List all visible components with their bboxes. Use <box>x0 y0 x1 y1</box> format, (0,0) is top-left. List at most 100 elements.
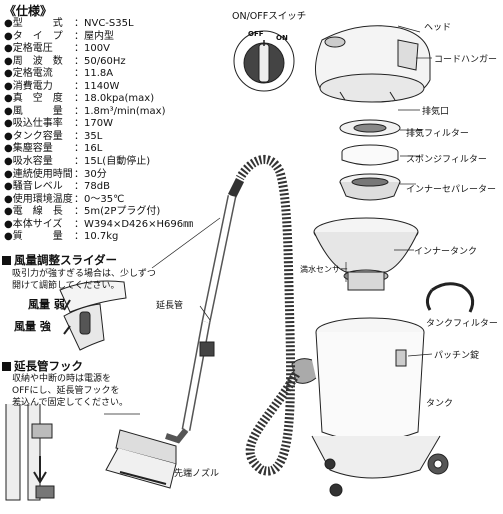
extension-pipe-drawing <box>181 177 245 431</box>
hook-section-title: 延長管フック <box>2 358 83 374</box>
spec-row: ●騒音レベル ：78dB <box>4 181 193 194</box>
spec-row: ●質 量 ：10.7kg <box>4 231 193 244</box>
exhaust-label: 排気口 <box>422 107 450 117</box>
slider-text-line1: 吸引力が強すぎる場合は、少しずつ <box>12 269 156 279</box>
switch-dial-drawing <box>233 30 295 92</box>
inner-separator-drawing <box>339 173 401 201</box>
spec-label: ●吸水容量 <box>4 156 53 168</box>
tank-filter-label: タンクフィルター <box>426 319 498 329</box>
hook-detail-drawing <box>5 404 55 501</box>
slider-detail-drawing <box>59 280 127 351</box>
water-sensor-label: 満水センサー <box>300 265 348 274</box>
cord-hanger-label: コードハンガー <box>434 55 498 65</box>
extension-pipe-label: 延長管 <box>156 301 184 311</box>
spec-label: ●型 式 <box>4 18 63 29</box>
spec-value: ：0～35℃ <box>74 193 125 205</box>
spec-value: ：35L <box>74 130 103 142</box>
spec-row: ●使用環境温度：0～35℃ <box>4 194 193 207</box>
spec-value: ：NVC-S35L <box>74 18 134 29</box>
spec-value: ：15L(自動停止) <box>74 156 151 168</box>
slider-section-title: 風量調整スライダー <box>2 252 117 268</box>
spec-list: ●型 式 ：NVC-S35L ●タ イ プ ：屋内型 ●定格電圧 ：100V ●周 波 数 ：… <box>4 18 193 244</box>
spec-row: ●電 線 長 ：5m(2Pプラグ付) <box>4 206 193 219</box>
spec-label: ●集塵容量 <box>4 143 53 155</box>
hook-text-line1: 収納や中断の時は電源を <box>12 374 112 384</box>
head-drawing <box>315 25 431 103</box>
spec-value: ：30分 <box>74 168 107 180</box>
spec-value: ：5m(2Pプラグ付) <box>74 206 161 218</box>
spec-label: ●本体サイズ <box>4 218 63 230</box>
tank-drawing <box>291 317 449 497</box>
hook-section-text: 収納や中断の時は電源を OFFにし、延長管フックを 差込んで固定してください。 <box>12 373 128 409</box>
spec-row: ●定格電流 ：11.8A <box>4 68 193 81</box>
spec-value: ：16L <box>74 143 103 155</box>
spec-value: ：78dB <box>74 181 110 193</box>
spec-value: ：W394×D426×H696㎜ <box>74 218 194 230</box>
tank-filter-drawing <box>425 282 475 313</box>
latch-label: パッチン錠 <box>434 351 480 361</box>
spec-label: ●電 線 長 <box>4 206 63 218</box>
inner-tank-label: インナータンク <box>414 247 478 257</box>
spec-row: ●吸水容量 ：15L(自動停止) <box>4 156 193 169</box>
spec-row: ●周 波 数 ：50/60Hz <box>4 56 193 69</box>
leader-lines <box>104 25 433 415</box>
switch-on-label: ON <box>276 34 288 42</box>
slider-section-text: 吸引力が強すぎる場合は、少しずつ 開けて調節してください。 <box>12 268 156 292</box>
spec-title: 《仕様》 <box>4 4 53 18</box>
spec-label: ●タンク容量 <box>4 130 63 142</box>
spec-row: ●吸込仕事率 ：170W <box>4 118 193 131</box>
spec-label: ●連続使用時間 <box>4 168 73 180</box>
spec-value: ：18.0kpa(max) <box>74 93 155 105</box>
switch-off-label: OFF <box>248 30 264 38</box>
spec-label: ●騒音レベル <box>4 181 63 193</box>
spec-label: ●質 量 <box>4 231 63 243</box>
spec-label: ●タ イ プ <box>4 30 63 42</box>
spec-value: ：屋内型 <box>74 30 114 42</box>
nozzle-drawing <box>105 428 189 489</box>
spec-value: ：10.7kg <box>74 231 119 243</box>
sponge-filter-label: スポンジフィルター <box>406 155 487 165</box>
nozzle-label: 先端ノズル <box>174 469 220 479</box>
airflow-weak-label: 風量 弱 <box>28 298 65 311</box>
exhaust-filter-label: 排気フィルター <box>406 129 469 139</box>
spec-label: ●定格電圧 <box>4 43 53 55</box>
spec-label: ●消費電力 <box>4 80 53 92</box>
slider-text-line2: 開けて調節してください。 <box>12 281 120 291</box>
spec-value: ：1140W <box>74 80 120 92</box>
airflow-strong-label: 風量 強 <box>14 320 51 333</box>
spec-row: ●消費電力 ：1140W <box>4 81 193 94</box>
spec-row: ●タ イ プ ：屋内型 <box>4 31 193 44</box>
inner-tank-drawing <box>313 217 419 291</box>
hose-drawing <box>236 155 300 476</box>
spec-label: ●使用環境温度 <box>4 193 73 205</box>
spec-row: ●タンク容量 ：35L <box>4 131 193 144</box>
spec-label: ●真 空 度 <box>4 93 63 105</box>
spec-row: ●集塵容量 ：16L <box>4 143 193 156</box>
hook-text-line3: 差込んで固定してください。 <box>12 398 129 408</box>
hook-text-line2: OFFにし、延長管フックを <box>12 386 120 396</box>
spec-row: ●真 空 度 ：18.0kpa(max) <box>4 93 193 106</box>
spec-row: ●型 式 ：NVC-S35L <box>4 18 193 31</box>
spec-value: ：100V <box>74 43 110 55</box>
spec-row: ●本体サイズ ：W394×D426×H696㎜ <box>4 219 193 232</box>
spec-label: ●定格電流 <box>4 68 53 80</box>
spec-label: ●吸込仕事率 <box>4 118 63 130</box>
spec-label: ●風 量 <box>4 105 63 117</box>
spec-value: ：1.8m³/min(max) <box>74 105 166 117</box>
head-label: ヘッド <box>424 23 452 33</box>
sponge-filter-drawing <box>341 144 399 166</box>
spec-row: ●風 量 ：1.8m³/min(max) <box>4 106 193 119</box>
bullet-square-icon <box>2 256 11 265</box>
spec-value: ：170W <box>74 118 113 130</box>
bullet-square-icon <box>2 362 11 371</box>
spec-value: ：11.8A <box>74 68 114 80</box>
spec-label: ●周 波 数 <box>4 55 63 67</box>
spec-row: ●連続使用時間：30分 <box>4 169 193 182</box>
spec-row: ●定格電圧 ：100V <box>4 43 193 56</box>
switch-label: ON/OFFスイッチ <box>232 11 307 22</box>
tank-label: タンク <box>426 399 454 409</box>
inner-separator-label: インナーセパレーター <box>406 185 497 195</box>
spec-value: ：50/60Hz <box>74 55 126 67</box>
exhaust-filter-drawing <box>339 119 401 137</box>
